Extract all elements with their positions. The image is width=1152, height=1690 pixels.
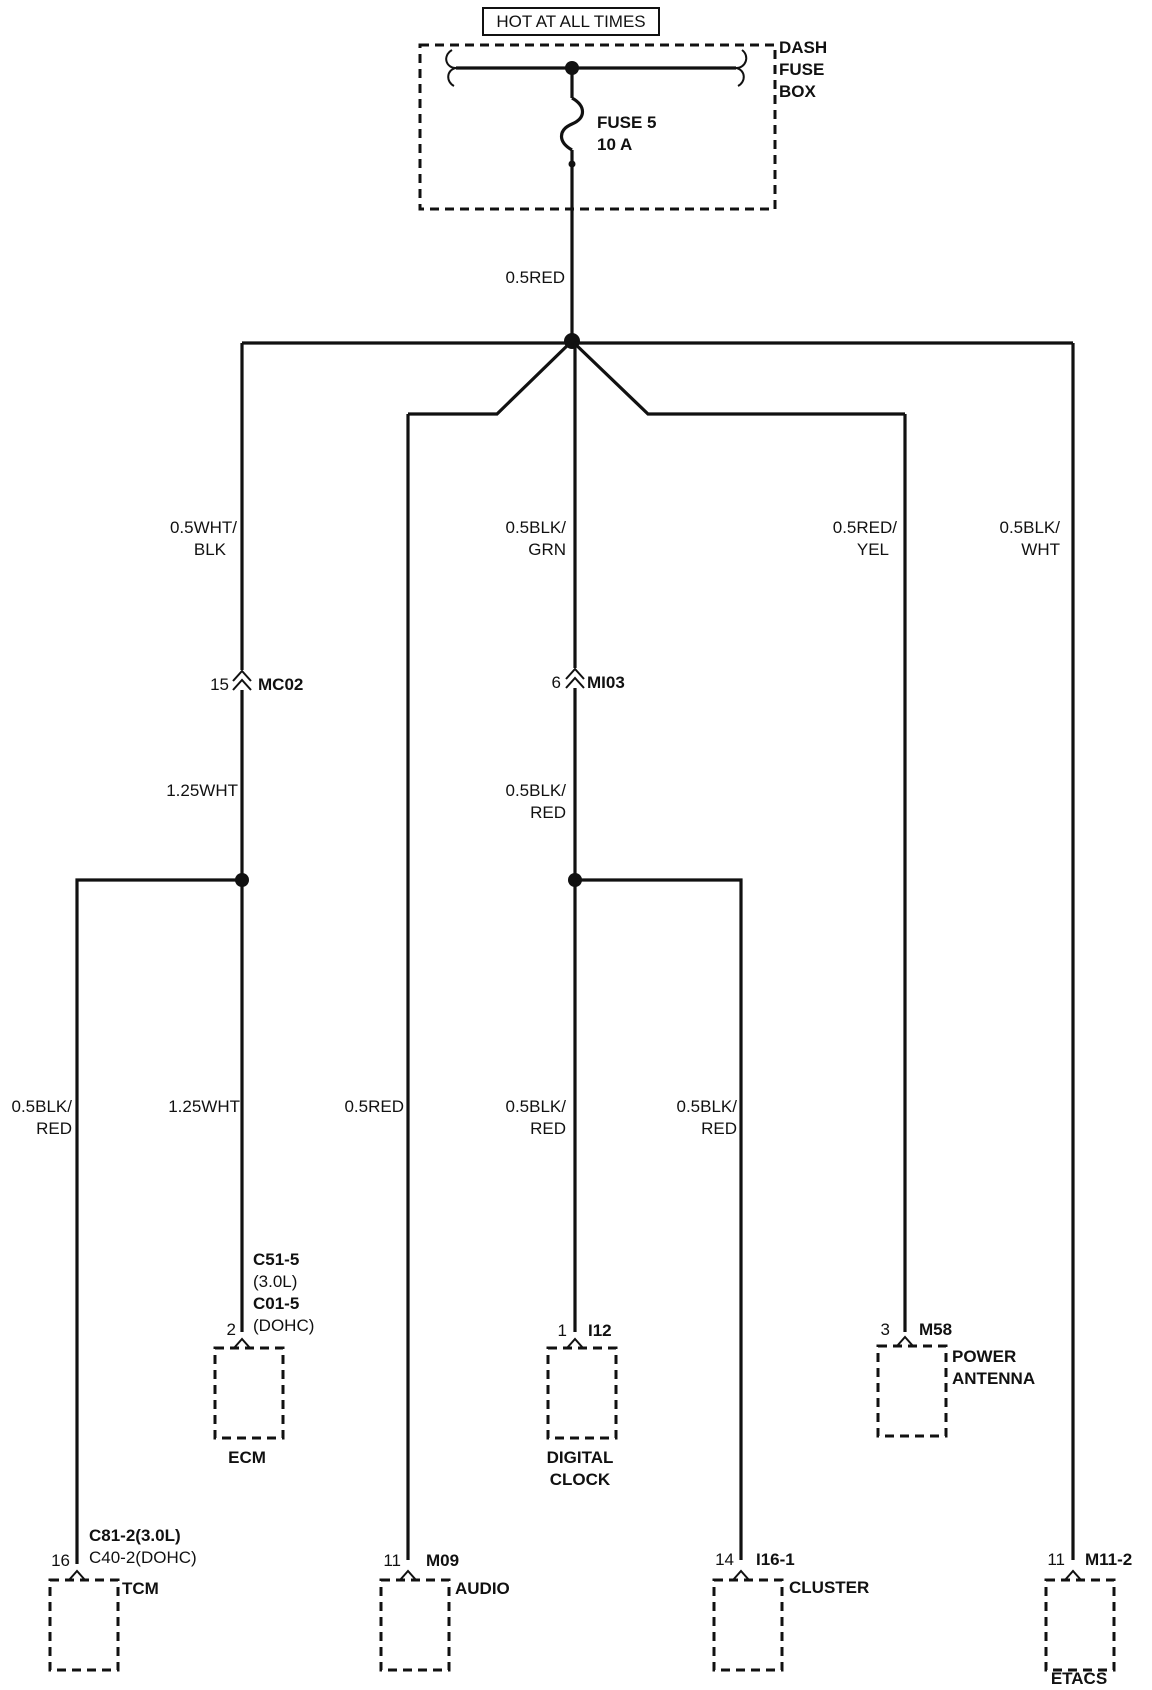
audio-label: AUDIO <box>455 1579 510 1598</box>
cluster-component: 14 I16-1 CLUSTER <box>712 1550 869 1672</box>
fuse-box-label-2: FUSE <box>779 60 824 79</box>
etacs-wire-label-2: WHT <box>1021 540 1060 559</box>
etacs-wire-label-1: 0.5BLK/ <box>1000 518 1061 537</box>
antenna-label-2: ANTENNA <box>952 1369 1035 1388</box>
ecm-pin: 2 <box>227 1320 236 1339</box>
dash-fuse-box: DASH FUSE BOX FUSE 5 10 A <box>418 38 827 211</box>
mi03-lower-label-1: 0.5BLK/ <box>506 781 567 800</box>
tcm-pin: 16 <box>51 1551 70 1570</box>
hot-at-all-times-label: HOT AT ALL TIMES <box>496 12 645 31</box>
cluster-conn: I16-1 <box>756 1550 795 1569</box>
cluster-wire-label-2: RED <box>701 1119 737 1138</box>
mc02-lower-label: 1.25WHT <box>166 781 238 800</box>
mi03-name: MI03 <box>587 673 625 692</box>
audio-wire-label: 0.5RED <box>344 1097 404 1116</box>
ecm-conn-4: (DOHC) <box>253 1316 314 1335</box>
tcm-wire-label-1: 0.5BLK/ <box>12 1097 73 1116</box>
ecm-conn-3: C01-5 <box>253 1294 299 1313</box>
mc02-name: MC02 <box>258 675 303 694</box>
connector-mi03: 6 MI03 <box>552 667 625 692</box>
mi03-upper-label-1: 0.5BLK/ <box>506 518 567 537</box>
audio-conn: M09 <box>426 1551 459 1570</box>
etacs-component: 11 M11-2 ETACS <box>1044 1550 1132 1688</box>
antenna-pin: 3 <box>881 1320 890 1339</box>
hot-at-all-times-box: HOT AT ALL TIMES <box>482 7 660 36</box>
ecm-component: C51-5 (3.0L) C01-5 (DOHC) 2 ECM <box>213 1250 314 1467</box>
ecm-wire-label: 1.25WHT <box>168 1097 240 1116</box>
antenna-wire-label-1: 0.5RED/ <box>833 518 898 537</box>
audio-pin: 11 <box>383 1551 401 1570</box>
mc02-upper-label-1: 0.5WHT/ <box>170 518 237 537</box>
clock-label-1: DIGITAL <box>547 1448 614 1467</box>
cluster-pin: 14 <box>715 1550 734 1569</box>
clock-label-2: CLOCK <box>550 1470 611 1489</box>
cluster-wire-label-1: 0.5BLK/ <box>677 1097 738 1116</box>
mi03-upper-label-2: GRN <box>528 540 566 559</box>
mi03-pin: 6 <box>552 673 561 692</box>
mi03-lower-label-2: RED <box>530 803 566 822</box>
antenna-branch <box>570 339 905 416</box>
antenna-label-1: POWER <box>952 1347 1016 1366</box>
tcm-wire <box>75 878 242 1564</box>
mc02-pin: 15 <box>210 675 229 694</box>
clock-pin: 1 <box>558 1321 567 1340</box>
digital-clock-component: 1 I12 DIGITAL CLOCK <box>546 1321 618 1489</box>
ecm-conn-2: (3.0L) <box>253 1272 297 1291</box>
tcm-wire-label-2: RED <box>36 1119 72 1138</box>
audio-component: 11 M09 AUDIO <box>379 1551 510 1672</box>
fuse-box-label-3: BOX <box>779 82 817 101</box>
cluster-label: CLUSTER <box>789 1578 869 1597</box>
tcm-component: C81-2(3.0L) C40-2(DOHC) 16 TCM <box>48 1526 197 1672</box>
tcm-conn-1: C81-2(3.0L) <box>89 1526 181 1545</box>
ecm-conn-1: C51-5 <box>253 1250 299 1269</box>
clock-wire-label-2: RED <box>530 1119 566 1138</box>
tcm-conn-2: C40-2(DOHC) <box>89 1548 197 1567</box>
tcm-label: TCM <box>122 1579 159 1598</box>
cluster-wire <box>575 878 743 1560</box>
etacs-conn: M11-2 <box>1085 1550 1132 1569</box>
power-antenna-component: 3 M58 POWER ANTENNA <box>876 1320 1035 1438</box>
connector-mc02: 15 MC02 <box>210 669 303 694</box>
main-wire-label: 0.5RED <box>505 268 565 287</box>
ecm-label: ECM <box>228 1448 266 1467</box>
antenna-wire-label-2: YEL <box>857 540 889 559</box>
antenna-conn: M58 <box>919 1320 952 1339</box>
clock-conn: I12 <box>588 1321 612 1340</box>
clock-wire-label-1: 0.5BLK/ <box>506 1097 567 1116</box>
fuse-rating: 10 A <box>597 135 632 154</box>
fuse-box-label-1: DASH <box>779 38 827 57</box>
etacs-pin: 11 <box>1047 1550 1065 1569</box>
etacs-label: ETACS <box>1051 1669 1107 1688</box>
audio-branch <box>408 339 574 416</box>
mc02-upper-label-2: BLK <box>194 540 227 559</box>
fuse-label: FUSE 5 <box>597 113 657 132</box>
